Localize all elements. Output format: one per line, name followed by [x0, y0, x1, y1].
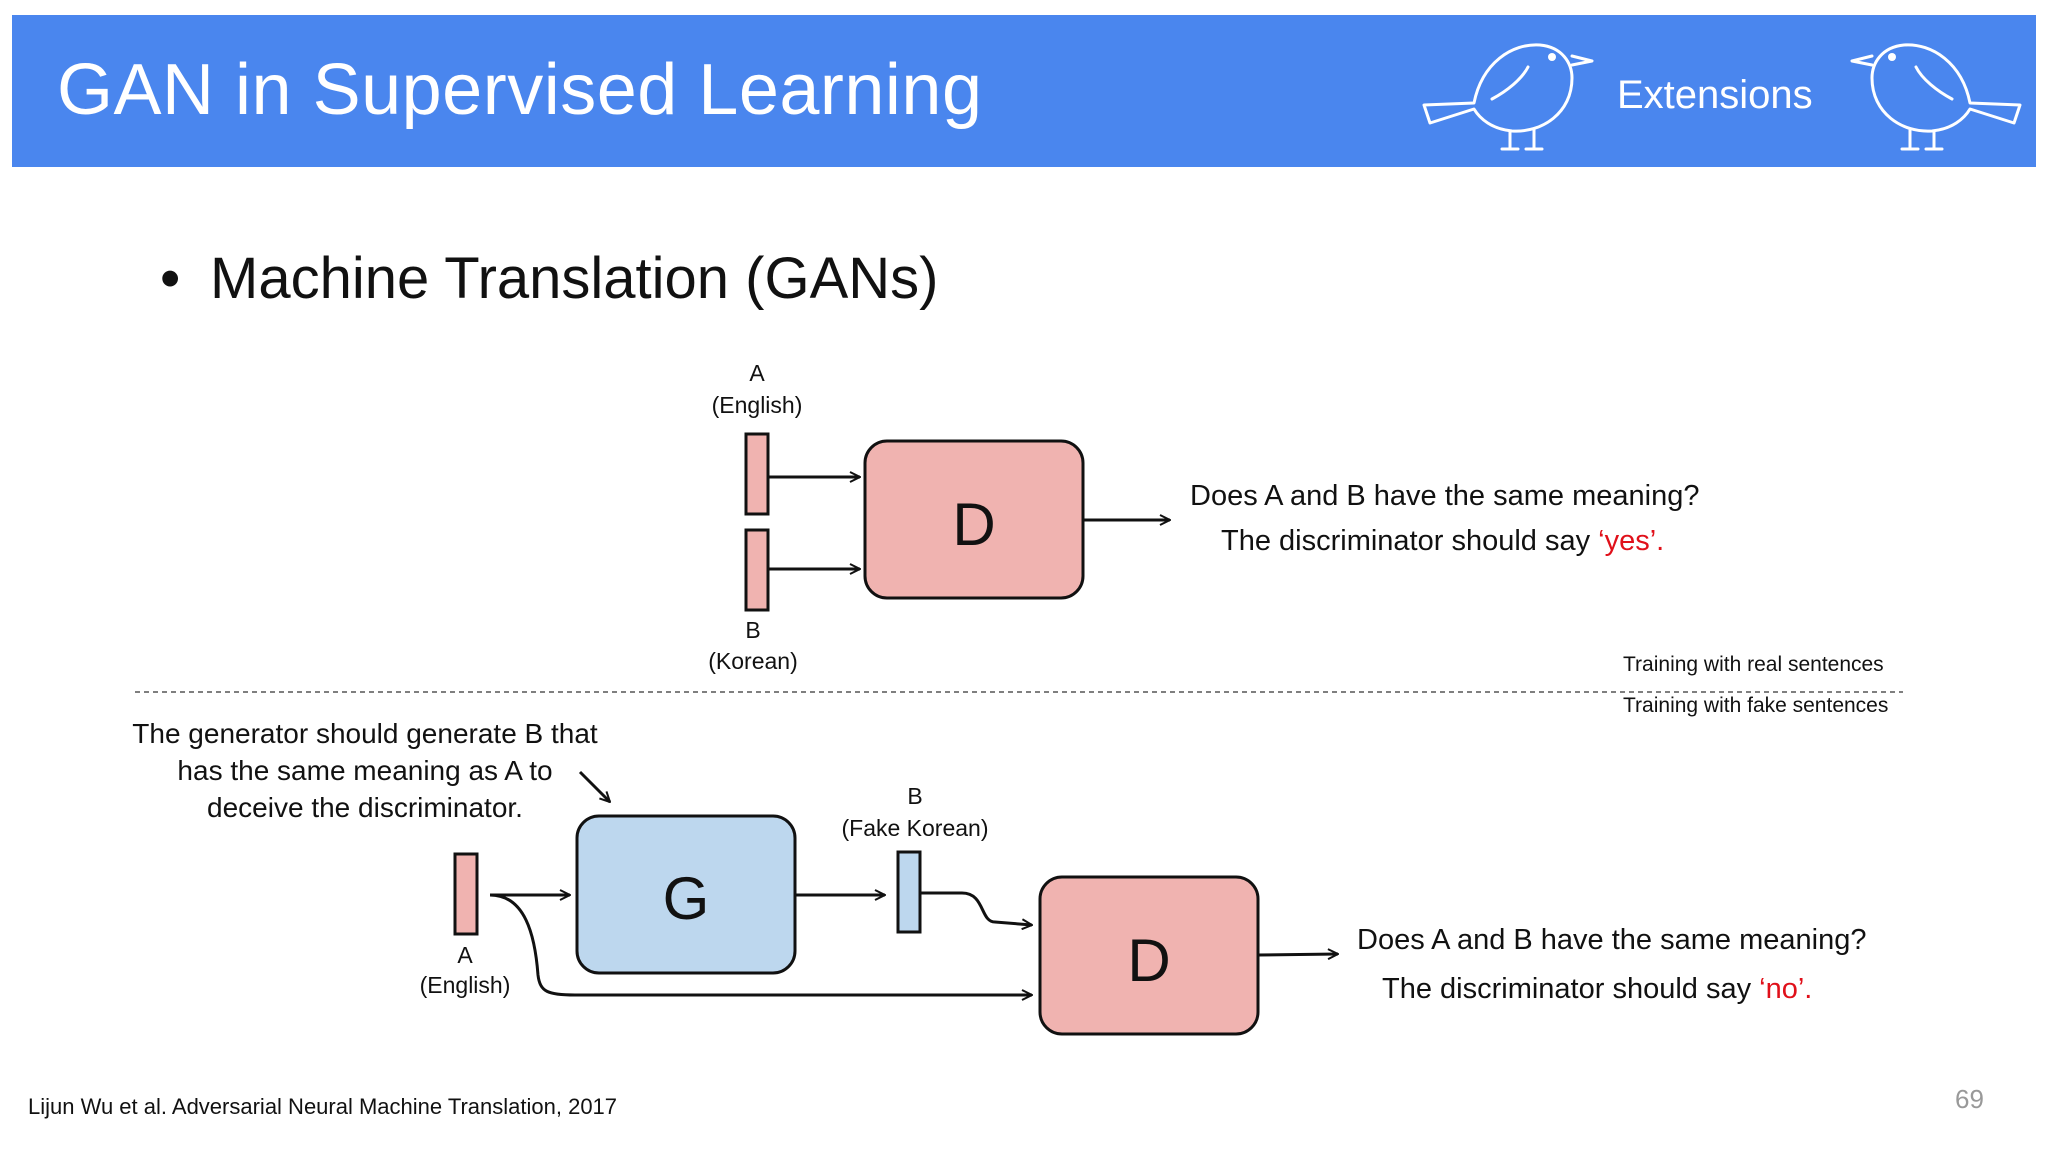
label-a-lang-bottom: (English) — [419, 972, 511, 998]
discriminator-label-top: D — [952, 491, 996, 558]
bullet-dot: • — [160, 246, 181, 311]
label-b-lang-bottom: (Fake Korean) — [841, 815, 989, 841]
arrow-a-to-d-bottom — [489, 893, 1032, 995]
note-pointer-arrow — [578, 770, 610, 802]
answer-prefix-top: The discriminator should say — [1221, 525, 1599, 557]
bullet-text: Machine Translation (GANs) — [210, 246, 939, 311]
label-b-lang-top: (Korean) — [708, 648, 798, 674]
answer-yes: ‘yes’. — [1598, 525, 1665, 557]
label-a-lang-top: (English) — [711, 392, 803, 418]
vector-b-fake — [896, 850, 922, 934]
label-b-letter-top: B — [745, 617, 761, 643]
vector-a-bottom — [453, 852, 479, 936]
generator-note: The generator should generate B that has… — [132, 718, 598, 823]
answer-line-top: The discriminator should say ‘yes’. — [1221, 525, 1664, 558]
bullet-point: • Machine Translation (GANs) — [160, 245, 938, 312]
bird-icon-right — [1850, 43, 2022, 151]
label-real-training: Training with real sentences — [1623, 653, 1884, 676]
slide-title: GAN in Supervised Learning — [57, 50, 983, 130]
section-label: Extensions — [1617, 73, 1813, 117]
label-a-letter-bottom: A — [457, 942, 473, 968]
arrow-d-output-bottom — [1257, 954, 1338, 955]
question-top: Does A and B have the same meaning? — [1190, 480, 1700, 512]
answer-line-bottom: The discriminator should say ‘no’. — [1382, 973, 1812, 1006]
bird-icon-left — [1422, 43, 1594, 151]
discriminator-label-bottom: D — [1127, 927, 1171, 994]
citation: Lijun Wu et al. Adversarial Neural Machi… — [28, 1094, 618, 1119]
page-number: 69 — [1955, 1084, 1984, 1114]
vector-b-top — [744, 528, 770, 612]
answer-no: ‘no’. — [1759, 973, 1813, 1005]
vector-a-top — [744, 432, 770, 516]
arrow-b-to-d-bottom — [920, 891, 1032, 925]
generator-label: G — [662, 865, 710, 932]
answer-prefix-bottom: The discriminator should say — [1382, 973, 1760, 1005]
discriminator-box-bottom — [1038, 875, 1260, 1036]
label-a-letter-top: A — [749, 360, 765, 386]
label-fake-training: Training with fake sentences — [1623, 694, 1889, 717]
label-b-letter-bottom: B — [907, 783, 923, 809]
question-bottom: Does A and B have the same meaning? — [1357, 924, 1867, 956]
header-bar: GAN in Supervised Learning Extensions — [12, 15, 2036, 167]
